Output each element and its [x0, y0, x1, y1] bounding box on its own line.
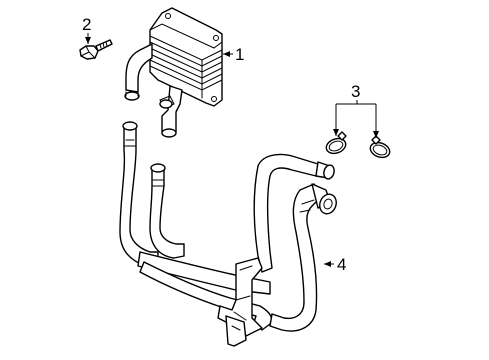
- callout-1: 1: [235, 45, 244, 64]
- callout-2: 2: [82, 15, 91, 34]
- leader-lines: [85, 33, 379, 267]
- oil-cooler-part: [124, 7, 223, 138]
- bolt-part: [79, 39, 113, 60]
- callout-3: 3: [351, 82, 360, 101]
- cooler-hose-assembly-part: [119, 121, 337, 347]
- callout-4: 4: [337, 255, 346, 274]
- hose-clamps-part: [325, 131, 391, 159]
- hose-clamp-left: [325, 131, 347, 155]
- hose-clamp-right: [369, 135, 391, 159]
